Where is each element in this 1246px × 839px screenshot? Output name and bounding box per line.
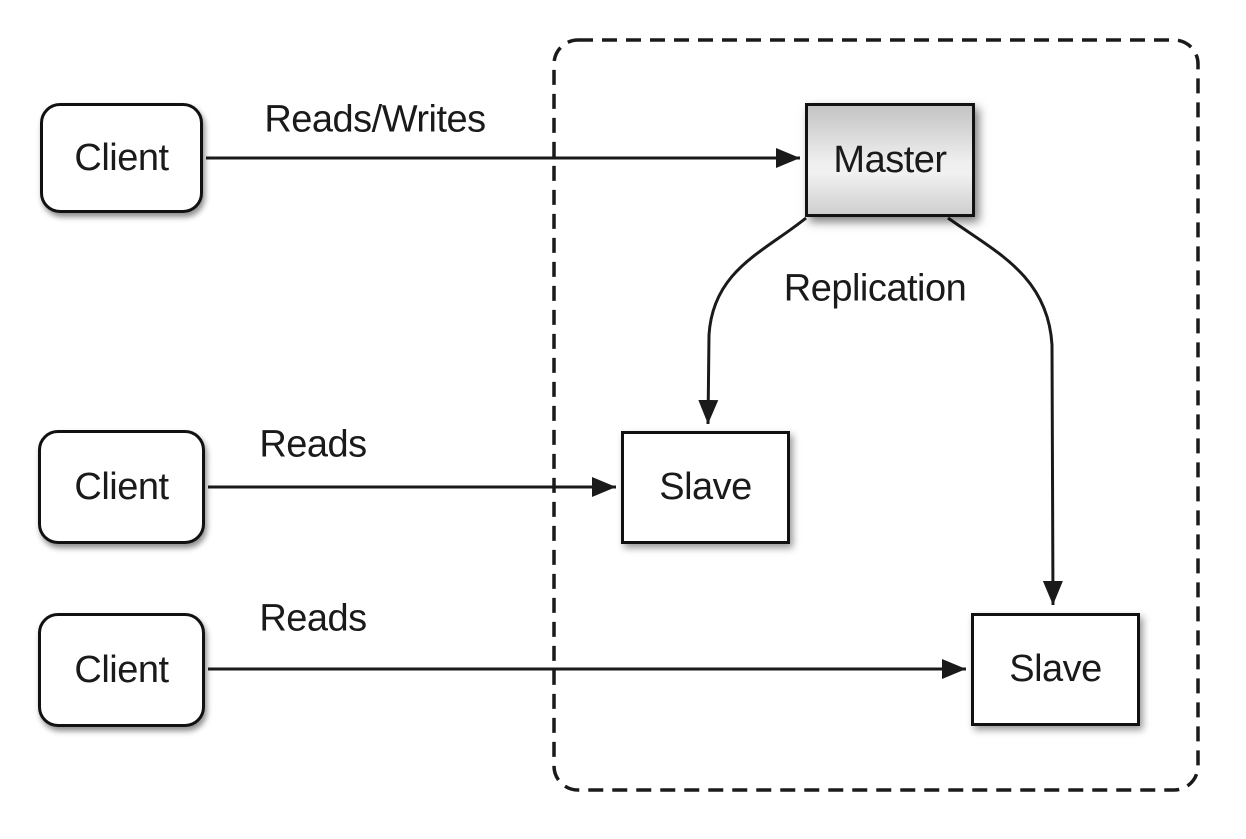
node-slave-left: Slave [621,431,790,544]
node-slave-right: Slave [971,613,1140,726]
node-client-top: Client [40,103,203,213]
node-client-top-label: Client [74,136,169,179]
node-client-middle-label: Client [74,465,169,508]
edge-label-reads-writes: Reads/Writes [264,98,486,141]
edge-label-replication: Replication [783,267,967,310]
node-client-bottom-label: Client [74,648,169,691]
node-master: Master [805,103,975,217]
replication-arrow-left [698,216,807,425]
node-master-label: Master [833,138,947,181]
node-client-bottom: Client [38,613,205,727]
replication-arrow-right [947,216,1063,606]
node-slave-right-label: Slave [1009,648,1102,690]
edge-label-reads-bottom: Reads [259,597,367,640]
node-client-middle: Client [38,430,205,544]
edge-label-reads-middle: Reads [259,423,367,466]
node-slave-left-label: Slave [659,466,752,508]
replication-boundary-dashed-box [552,38,1200,792]
